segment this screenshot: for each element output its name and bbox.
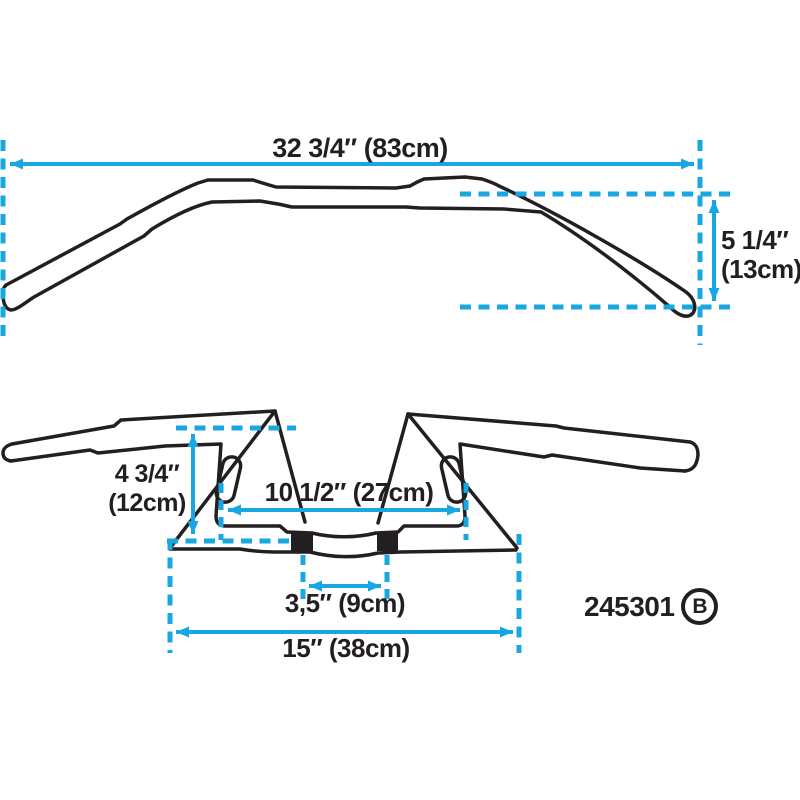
front-view-dimensions bbox=[0, 140, 733, 345]
rise-label: 5 1/4″ (13cm) bbox=[721, 226, 800, 284]
front-view-drawing bbox=[1, 175, 697, 318]
rise-label-inches: 5 1/4″ bbox=[721, 225, 789, 255]
part-identifier: 245301 B bbox=[584, 588, 719, 625]
handlebar-front-outline bbox=[1, 175, 697, 318]
left-grip-top-edge bbox=[10, 409, 307, 524]
base-width-label: 15″ (38cm) bbox=[282, 633, 410, 663]
top-view-dimensions bbox=[167, 425, 522, 653]
left-clamp-block bbox=[291, 532, 313, 551]
right-riser-knurl-capsule bbox=[439, 455, 468, 504]
rise-label-cm: (13cm) bbox=[721, 254, 800, 284]
part-number: 245301 bbox=[584, 590, 675, 622]
clamp-spacing-label: 3,5″ (9cm) bbox=[284, 588, 406, 618]
right-grip-top-edge bbox=[406, 412, 692, 444]
pullback-label: 4 3/4″ (12cm) bbox=[108, 460, 186, 518]
right-clamp-block bbox=[377, 532, 398, 551]
inner-width-label: 10 1/2″ (27cm) bbox=[264, 477, 434, 507]
bottom-outline bbox=[168, 547, 518, 559]
part-variant-letter: B bbox=[692, 594, 708, 618]
right-grip-end-cap bbox=[683, 440, 700, 473]
left-grip-end-cap bbox=[1, 442, 14, 463]
part-variant-badge: B bbox=[681, 588, 719, 625]
pullback-label-cm: (12cm) bbox=[108, 489, 186, 517]
pullback-label-inches: 4 3/4″ bbox=[114, 460, 180, 488]
overall-width-label: 32 3/4″ (83cm) bbox=[272, 133, 448, 163]
